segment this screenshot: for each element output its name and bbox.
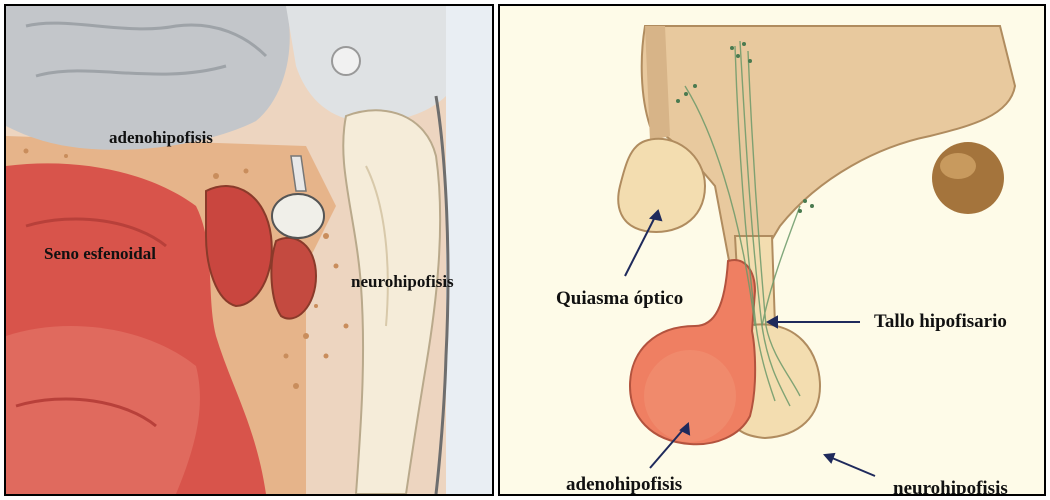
- label-adenohipofisis-left: adenohipofisis: [109, 128, 213, 148]
- label-adenohipofisis-right: adenohipofisis: [566, 474, 682, 496]
- label-neurohipofisis-left: neurohipofisis: [351, 272, 454, 292]
- label-seno-esfenoidal: Seno esfenoidal: [44, 244, 156, 264]
- label-tallo-hipofisario: Tallo hipofisario: [874, 311, 1007, 333]
- label-neurohipofisis-right: neurohipofisis: [893, 478, 1008, 496]
- sagittal-section-panel: adenohipofisis Seno esfenoidal neurohipo…: [4, 4, 494, 496]
- pituitary-diagram-panel: Quiasma óptico Tallo hipofisario adenohi…: [498, 4, 1046, 496]
- label-quiasma-optico: Quiasma óptico: [556, 288, 683, 310]
- pituitary-illustration: [500, 6, 1044, 494]
